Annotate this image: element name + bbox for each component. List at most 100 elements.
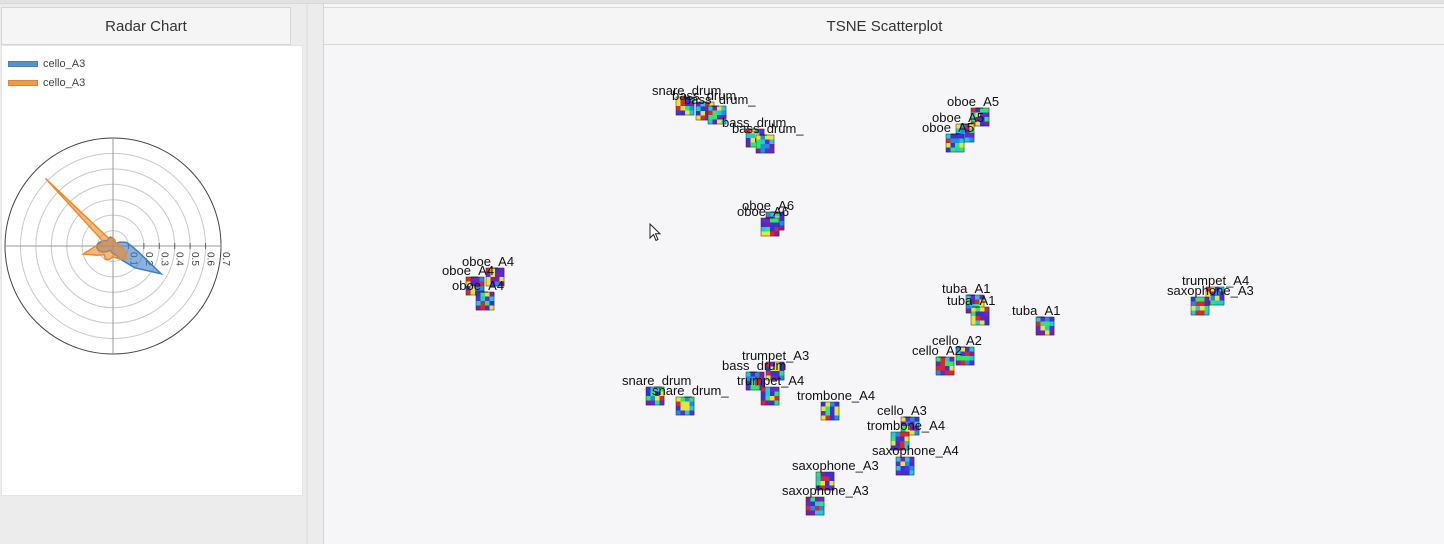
- tsne-thumb-cell: [676, 110, 681, 116]
- tsne-thumb-cell: [650, 400, 656, 406]
- tsne-thumb-cell: [819, 506, 825, 511]
- tsne-thumb-cell: [490, 277, 496, 282]
- tsne-thumb-cell: [955, 134, 960, 139]
- tsne-thumb-cell: [650, 396, 656, 401]
- tsne-thumb-cell: [765, 222, 771, 228]
- tsne-point[interactable]: tuba_A1: [947, 293, 995, 326]
- tsne-thumb-cell: [946, 134, 951, 139]
- legend-item[interactable]: cello_A3: [8, 73, 85, 92]
- legend-item[interactable]: cello_A3: [8, 54, 85, 73]
- tsne-point[interactable]: saxophone_A4: [872, 443, 959, 476]
- tsne-thumb-cell: [910, 426, 915, 431]
- tsne-thumb-cell: [946, 143, 951, 148]
- tsne-point[interactable]: snare_drum_: [652, 383, 729, 416]
- tsne-thumb-cell: [696, 106, 701, 112]
- tsne-point[interactable]: saxophone_A3: [1167, 283, 1254, 316]
- tsne-thumb-cell: [700, 102, 706, 107]
- tsne-thumb-cell: [975, 112, 981, 118]
- tsne-thumb-cell: [761, 222, 766, 228]
- tsne-point-label: cello_A2: [932, 333, 982, 348]
- tsne-point[interactable]: trumpet_A4: [1182, 273, 1249, 306]
- tsne-thumb-cell: [970, 299, 976, 305]
- tsne-point[interactable]: trumpet_A3: [742, 348, 809, 381]
- tsne-thumb-cell: [975, 311, 981, 317]
- panel-divider[interactable]: [306, 4, 308, 544]
- tsne-thumb-cell: [650, 387, 656, 392]
- tsne-thumb-cell: [904, 436, 910, 442]
- tsne-thumb-cell: [774, 222, 780, 228]
- tsne-thumb-cell: [490, 281, 496, 287]
- tsne-thumb-border: [760, 386, 780, 406]
- tsne-thumb-cell: [756, 148, 761, 154]
- tsne-thumb-cell: [950, 138, 956, 144]
- tsne-thumb-cell: [1215, 296, 1220, 301]
- tsne-thumb-cell: [980, 112, 985, 118]
- radar-tick-label: 0.2: [143, 252, 154, 266]
- tsne-thumb-cell: [466, 290, 471, 296]
- tsne-thumb-cell: [685, 401, 690, 407]
- tsne-thumb-cell: [971, 112, 976, 118]
- tsne-thumb-border: [475, 291, 495, 311]
- tsne-point[interactable]: snare_drum: [652, 83, 721, 116]
- tsne-thumb-cell: [960, 356, 966, 361]
- tsne-thumb-cell: [499, 268, 505, 273]
- tsne-thumb-cell: [829, 476, 835, 482]
- tsne-point[interactable]: trombone_A4: [797, 388, 875, 421]
- tsne-point[interactable]: trumpet_A4: [737, 373, 804, 406]
- tsne-point[interactable]: cello_A3: [877, 403, 927, 436]
- tsne-point[interactable]: oboe_A5: [947, 94, 999, 127]
- tsne-point-label: oboe_A6: [737, 204, 789, 219]
- tsne-thumb-cell: [470, 277, 476, 282]
- tsne-thumb-cell: [476, 292, 481, 297]
- tsne-thumb-cell: [1206, 291, 1211, 297]
- tsne-thumb-cell: [979, 304, 985, 309]
- tsne-thumb-cell: [770, 387, 775, 392]
- tsne-thumb-cell: [1219, 300, 1225, 306]
- tsne-thumb-cell: [825, 472, 830, 477]
- tsne-point[interactable]: cello_A2: [912, 343, 962, 376]
- tsne-thumb-border: [955, 123, 975, 143]
- tsne-thumb-cell: [816, 476, 821, 482]
- tsne-thumb-cell: [975, 299, 980, 305]
- tsne-thumb-cell: [769, 139, 775, 145]
- tsne-point[interactable]: oboe_A5: [922, 120, 974, 153]
- tsne-thumb-cell: [815, 497, 820, 502]
- tsne-point[interactable]: tuba_A1: [1012, 303, 1060, 336]
- tsne-thumb-cell: [770, 231, 775, 237]
- tsne-point[interactable]: oboe_A6: [737, 204, 789, 237]
- tsne-point-label: bass_drum: [722, 358, 786, 373]
- tsne-thumb-cell: [479, 286, 485, 291]
- tsne-thumb-cell: [717, 115, 722, 120]
- tsne-thumb-cell: [765, 139, 770, 145]
- tsne-point[interactable]: bass_drum_: [732, 121, 804, 154]
- tsne-thumb-cell: [909, 466, 915, 471]
- tsne-thumb-cell: [815, 506, 820, 511]
- tsne-thumb-cell: [685, 406, 690, 411]
- tsne-point[interactable]: saxophone_A3: [792, 458, 879, 491]
- tsne-thumb-cell: [770, 366, 776, 372]
- tsne-thumb-cell: [1191, 297, 1196, 302]
- tsne-thumb-cell: [914, 421, 920, 427]
- tsne-thumb-cell: [904, 441, 910, 446]
- tsne-point[interactable]: snare_drum: [622, 373, 691, 406]
- tsne-thumb-cell: [825, 481, 830, 486]
- tsne-thumb-cell: [680, 110, 686, 116]
- tsne-scatterplot[interactable]: snare_drumbass_drumbass_drum_bass_drumba…: [324, 45, 1444, 544]
- tsne-point[interactable]: trombone_A4: [867, 418, 945, 451]
- tsne-point[interactable]: cello_A2: [932, 333, 982, 366]
- tsne-point[interactable]: bass_drum_: [684, 92, 756, 125]
- tsne-thumb-cell: [766, 371, 771, 376]
- tsne-thumb-cell: [769, 144, 775, 149]
- tsne-thumb-cell: [466, 286, 471, 291]
- tsne-point-label: saxophone_A3: [792, 458, 879, 473]
- tsne-thumb-cell: [969, 360, 975, 366]
- tsne-point[interactable]: oboe_A4: [452, 278, 504, 311]
- tsne-thumb-cell: [834, 415, 840, 421]
- tsne-thumb-cell: [806, 510, 811, 516]
- tsne-thumb-cell: [655, 391, 660, 397]
- tsne-point[interactable]: oboe_A4: [462, 254, 514, 287]
- tsne-thumb-cell: [760, 139, 766, 145]
- tsne-thumb-cell: [499, 272, 505, 278]
- top-strip: [0, 0, 1444, 4]
- tsne-point[interactable]: saxophone_A3: [782, 483, 869, 516]
